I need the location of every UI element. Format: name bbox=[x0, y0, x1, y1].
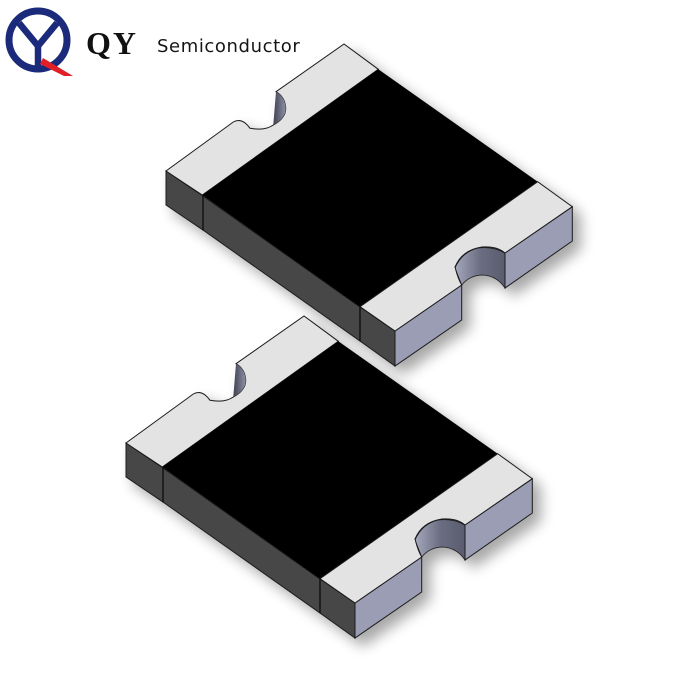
qy-logo-mark-icon bbox=[5, 7, 73, 76]
resettable-fuse-chip-top bbox=[165, 43, 573, 367]
brand-initials: QY bbox=[86, 25, 138, 61]
resettable-fuse-chip-bottom bbox=[125, 315, 533, 639]
company-logo: QY Semiconductor bbox=[0, 0, 320, 80]
brand-name: Semiconductor bbox=[157, 36, 301, 57]
